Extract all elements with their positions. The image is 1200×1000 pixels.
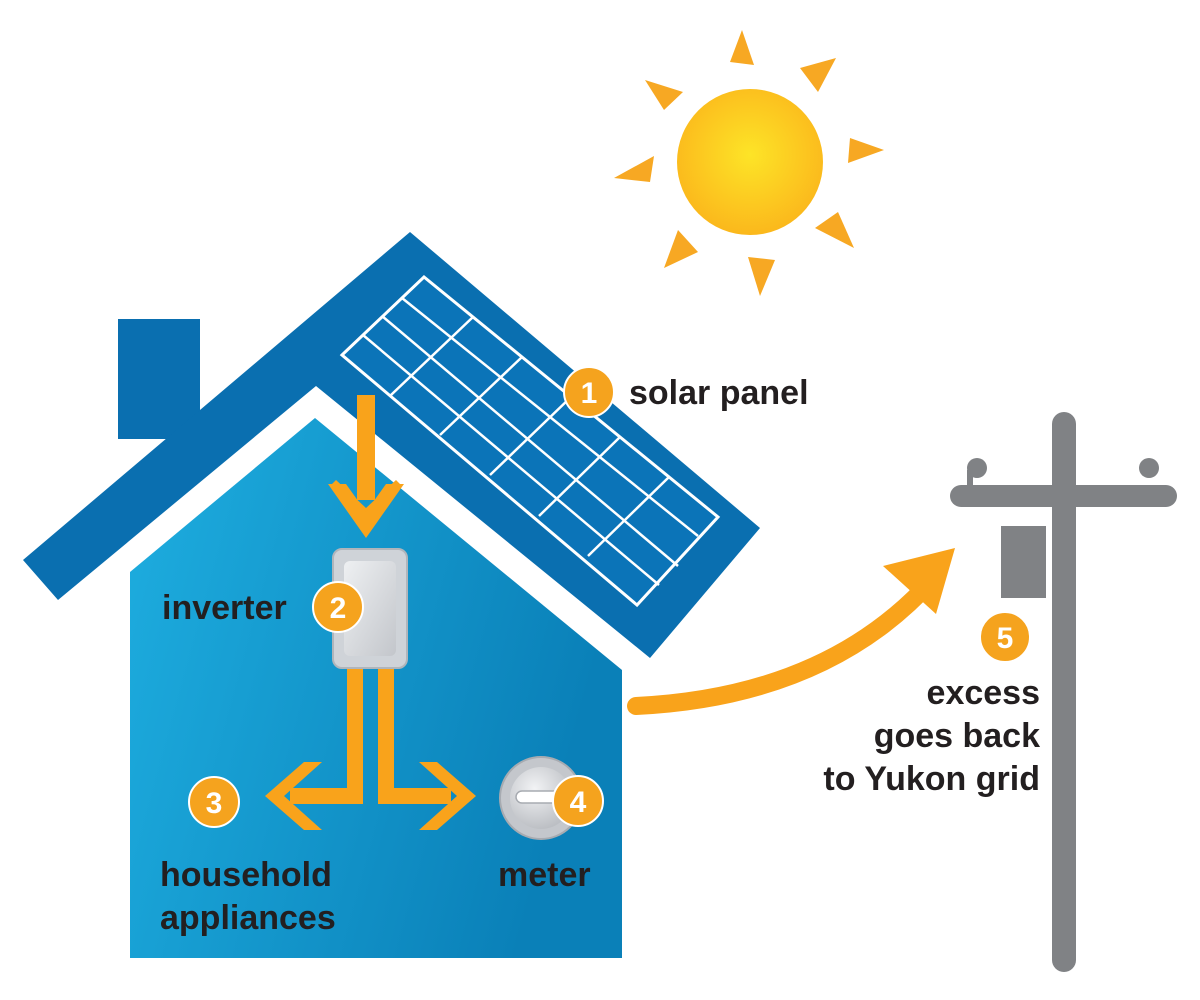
svg-text:2: 2 (330, 592, 347, 625)
inverter-icon (332, 548, 408, 669)
sun-icon (614, 30, 884, 296)
house-icon (130, 418, 622, 958)
utility-pole-icon (950, 412, 1177, 972)
solar-panel-icon (339, 275, 721, 608)
svg-text:5: 5 (997, 622, 1014, 655)
badge-4: 4 (552, 775, 604, 827)
badge-2: 2 (312, 581, 364, 633)
chimney (118, 319, 200, 439)
excess-label-line1: excess (926, 674, 1040, 712)
excess-label-line2: goes back (873, 717, 1040, 755)
household-label-line1: household (160, 856, 332, 894)
badge-5: 5 (979, 611, 1031, 663)
energy-flow-arrows (265, 395, 955, 830)
meter-label: meter (498, 856, 591, 894)
svg-text:3: 3 (206, 787, 223, 820)
household-appliances-label: household appliances (160, 854, 336, 940)
household-label-line2: appliances (160, 899, 336, 937)
svg-text:4: 4 (570, 786, 587, 819)
excess-grid-label: excess goes back to Yukon grid (823, 672, 1040, 801)
inverter-label: inverter (162, 589, 287, 627)
badge-3: 3 (188, 776, 240, 828)
badge-1: 1 (563, 366, 615, 418)
svg-text:1: 1 (581, 377, 598, 410)
solar-panel-label: solar panel (629, 374, 809, 412)
excess-label-line3: to Yukon grid (823, 760, 1040, 798)
